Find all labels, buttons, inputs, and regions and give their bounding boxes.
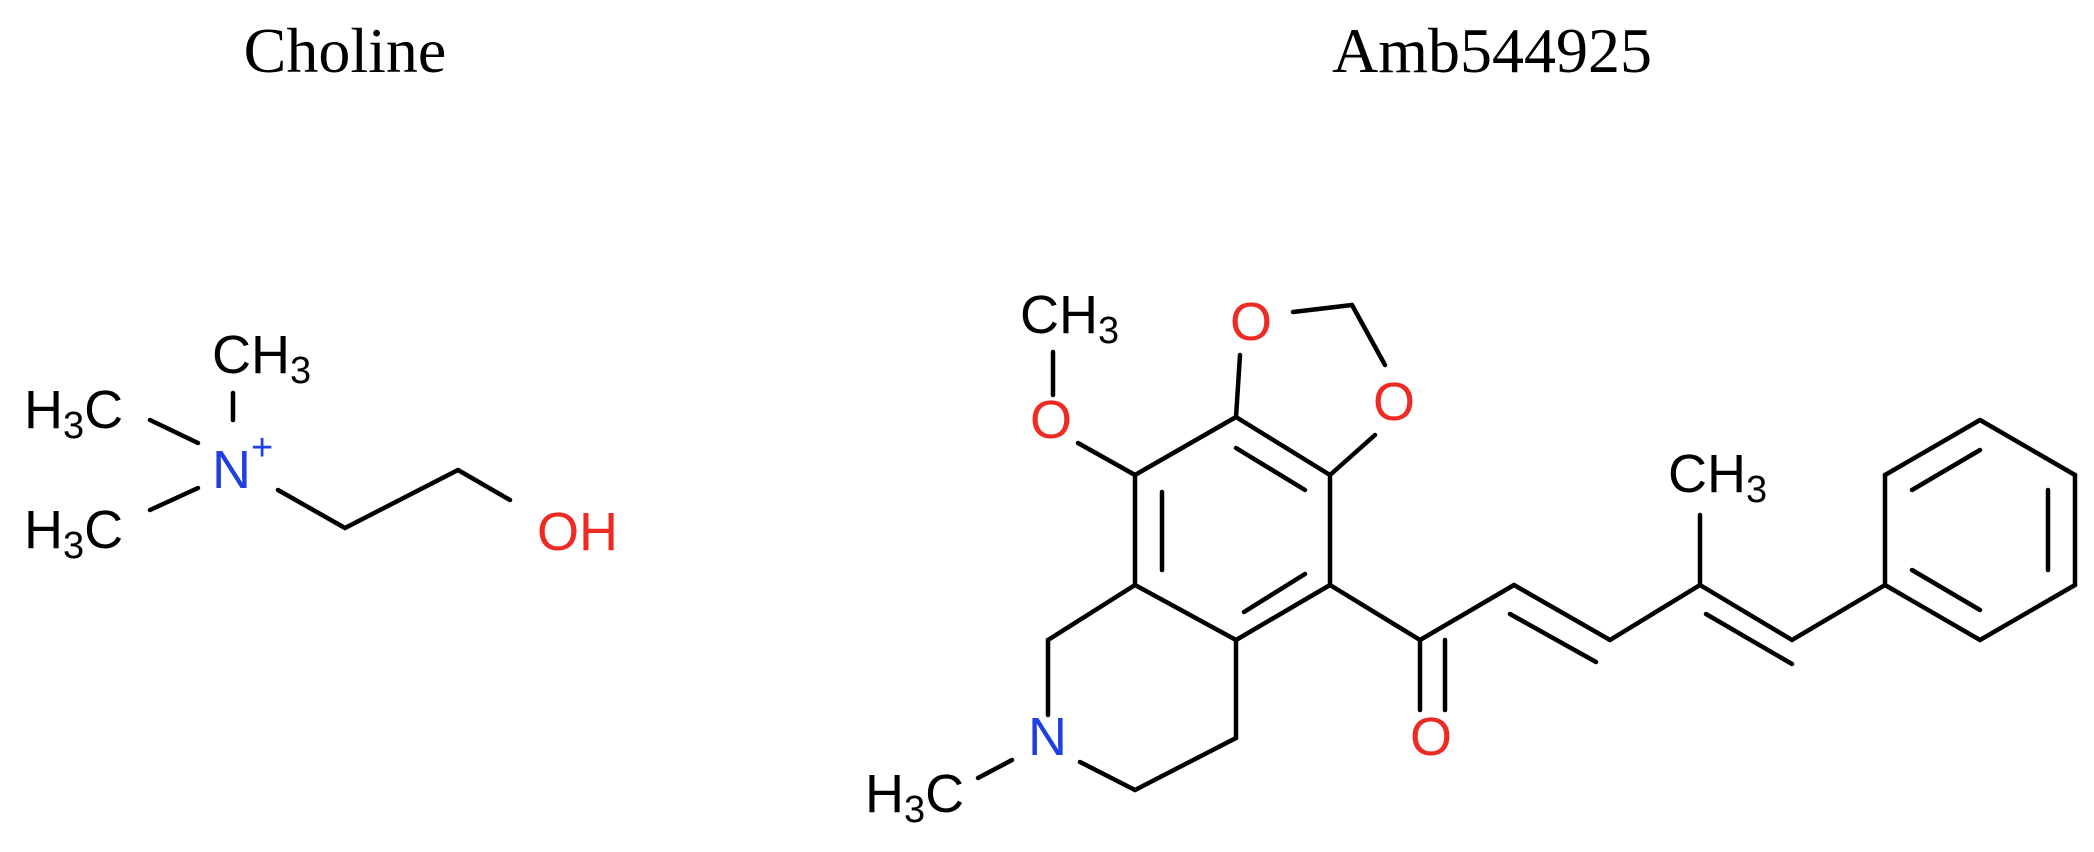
choline-nitrogen-label: N+ [212, 427, 273, 500]
amb-methoxy-oxygen-label: O [1030, 390, 1072, 450]
amb-n-methyl-label: H3C [865, 764, 964, 831]
bond-n-methyl-left-top [147, 417, 201, 446]
bond-n-methyl-left-bottom [147, 485, 201, 513]
choline-title: Choline [244, 15, 447, 86]
bond-n-ch2 [275, 487, 348, 531]
bond-ch2-ch2 [342, 467, 461, 531]
amb-ring-nitrogen-label: N [1028, 707, 1067, 767]
choline-methyl-top-label: CH3 [212, 325, 311, 392]
amb544925-bonds [975, 302, 2078, 793]
bond-ch2-oh [455, 467, 513, 503]
amb544925-title: Amb544925 [1332, 15, 1652, 86]
amb-dioxole-oxygen-right-label: O [1373, 372, 1415, 432]
choline-methyl-left-bottom-label: H3C [24, 500, 123, 567]
choline-methyl-left-top-label: H3C [24, 380, 123, 447]
amb-methoxy-methyl-label: CH3 [1020, 285, 1119, 352]
choline-bonds [147, 390, 513, 531]
amb-chain-methyl-label: CH3 [1668, 444, 1767, 511]
amb-dioxole-oxygen-top-label: O [1230, 292, 1272, 352]
amb-carbonyl-oxygen-label: O [1410, 707, 1452, 767]
choline-hydroxyl-label: OH [537, 502, 618, 562]
